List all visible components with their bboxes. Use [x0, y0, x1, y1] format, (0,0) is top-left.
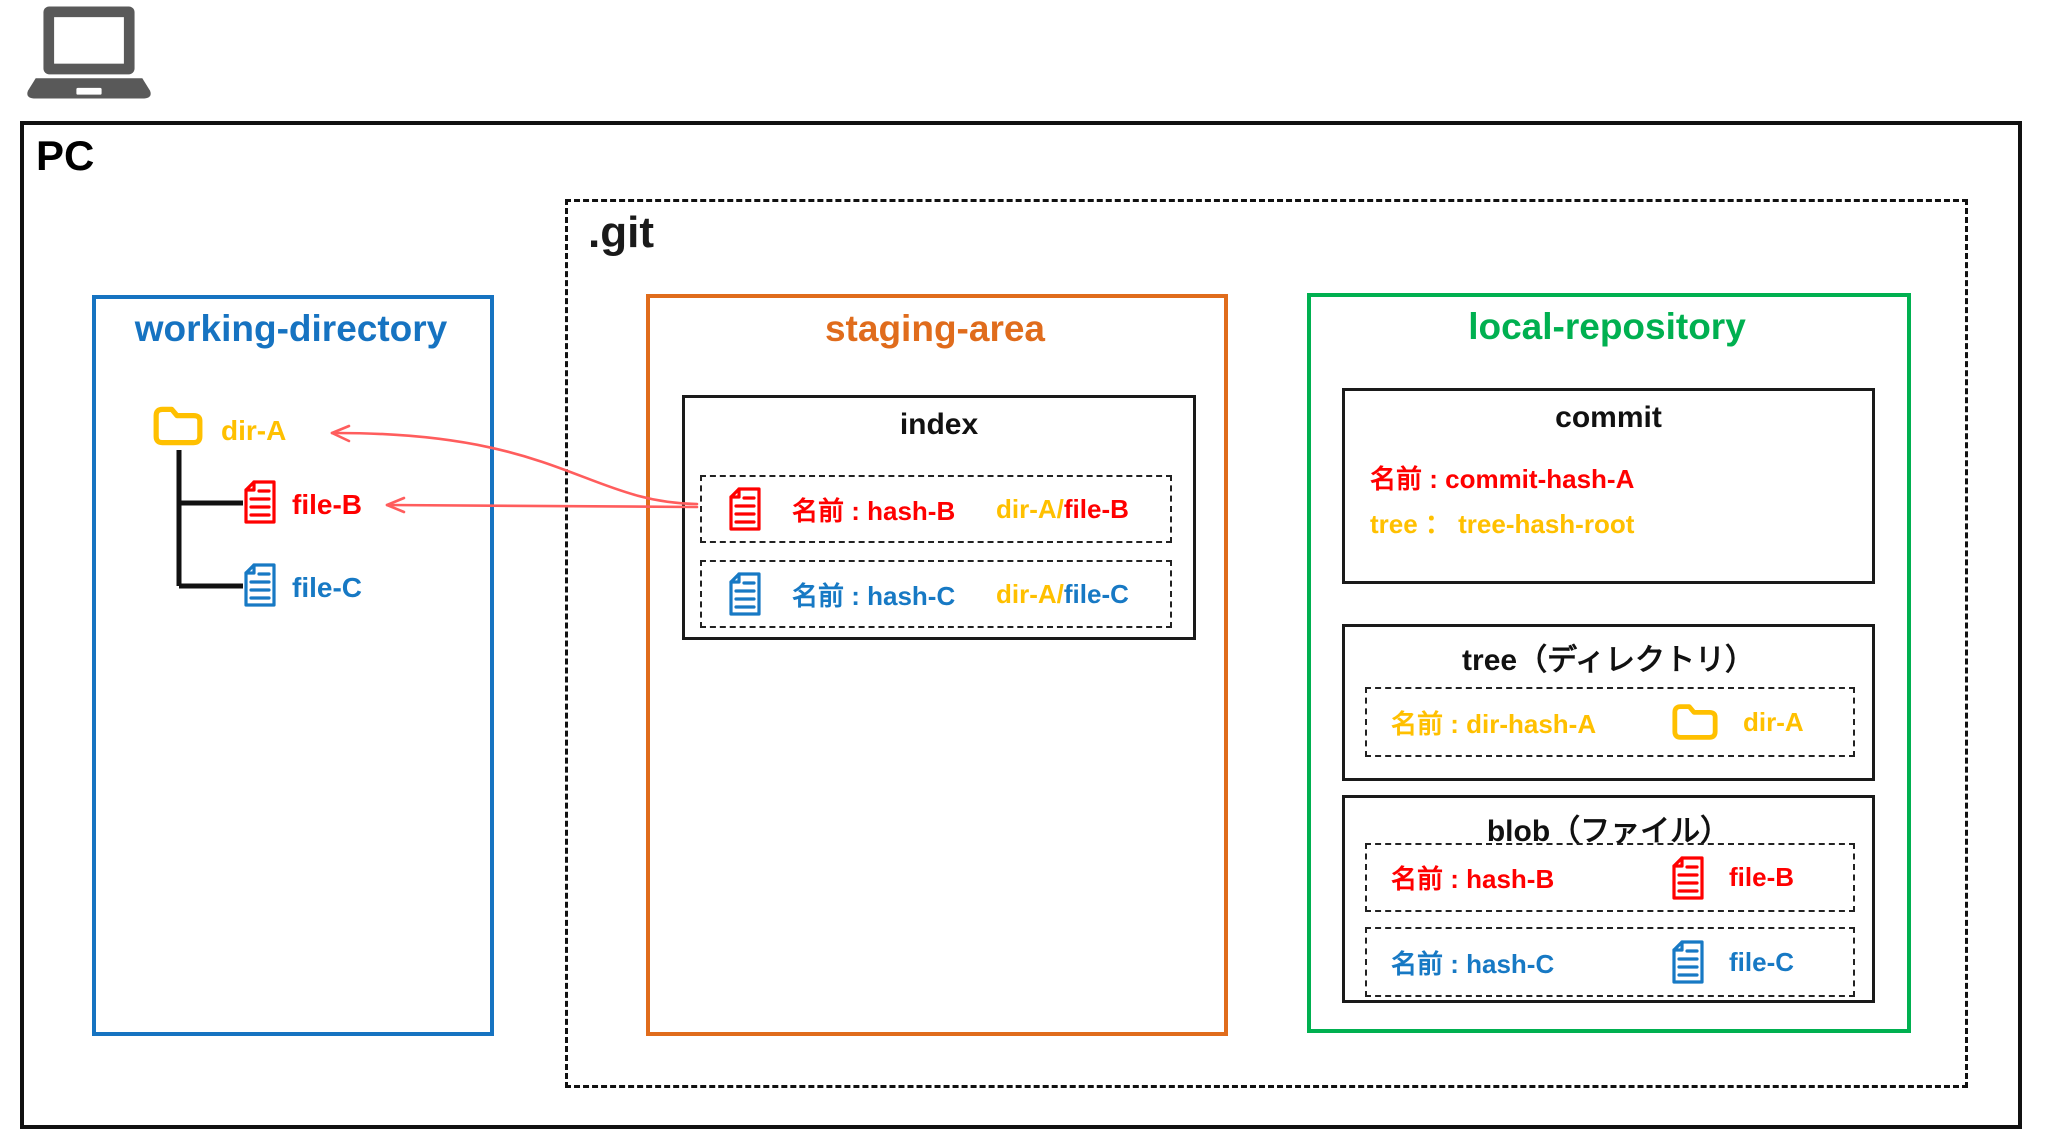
tree-entry-label: dir-A — [1743, 706, 1804, 737]
working-directory-title: working-directory — [134, 308, 448, 349]
index-entry-path: dir-A/file-C — [996, 579, 1129, 610]
document-icon-blue — [243, 562, 277, 608]
git-box — [565, 199, 1968, 1088]
dir-a-label: dir-A — [221, 415, 287, 446]
blob-entry-label: file-B — [1729, 862, 1794, 892]
commit-box: commit 名前 : commit-hash-A tree ： tree-ha… — [1342, 388, 1875, 584]
index-box: index 名前 : hash-B dir-A/file-B — [682, 395, 1196, 640]
path-file: file-B — [1063, 493, 1129, 524]
commit-name-line: 名前 : commit-hash-A — [1370, 464, 1635, 494]
document-icon-red — [243, 479, 277, 525]
local-repository-box — [1307, 293, 1911, 1033]
folder-icon — [152, 403, 204, 449]
staging-area-box — [646, 294, 1228, 1036]
folder-icon — [1671, 701, 1719, 743]
pc-box — [20, 121, 2022, 1129]
path-dir: dir-A/ — [996, 578, 1064, 609]
path-dir: dir-A/ — [996, 493, 1064, 524]
file-b-label: file-B — [292, 489, 362, 520]
laptop-icon — [26, 4, 152, 102]
staging-area-title: staging-area — [824, 308, 1045, 349]
tree-entry-dir-a: 名前 : dir-hash-A dir-A — [1365, 687, 1855, 757]
document-icon-red — [1671, 855, 1705, 901]
document-icon-blue — [728, 571, 762, 617]
blob-entry-name: 名前 : hash-B — [1391, 864, 1555, 894]
blob-entry-label: file-C — [1729, 946, 1794, 977]
local-repository-title: local-repository — [1468, 306, 1746, 347]
commit-tree-line: tree ： tree-hash-root — [1370, 509, 1635, 539]
blob-entry-hash-c: 名前 : hash-C file-C — [1365, 927, 1855, 997]
tree-box: tree（ディレクトリ） 名前 : dir-hash-A dir-A — [1342, 624, 1875, 781]
pc-label: PC — [36, 132, 95, 179]
path-file: file-C — [1063, 578, 1129, 609]
file-c-label: file-C — [292, 572, 362, 603]
blob-box: blob（ファイル） 名前 : hash-B file-B 名前 : hash-… — [1342, 795, 1875, 1003]
blob-title: blob（ファイル） — [1486, 815, 1731, 848]
blob-entry-name: 名前 : hash-C — [1391, 948, 1555, 979]
tree-entry-name: 名前 : dir-hash-A — [1391, 708, 1597, 739]
index-entry-hash-c: 名前 : hash-C dir-A/file-C — [700, 560, 1172, 628]
index-entry-name: 名前 : hash-B — [792, 495, 956, 526]
commit-title: commit — [1555, 401, 1662, 434]
document-icon-blue — [1671, 939, 1705, 985]
blob-entry-hash-b: 名前 : hash-B file-B — [1365, 843, 1855, 912]
index-entry-name: 名前 : hash-C — [792, 580, 956, 611]
git-label: .git — [588, 208, 654, 257]
index-entry-hash-b: 名前 : hash-B dir-A/file-B — [700, 475, 1172, 543]
tree-title: tree（ディレクトリ） — [1462, 644, 1755, 677]
index-title: index — [899, 408, 979, 441]
document-icon-red — [728, 486, 762, 532]
index-entry-path: dir-A/file-B — [996, 494, 1129, 525]
working-directory-box — [92, 295, 494, 1036]
